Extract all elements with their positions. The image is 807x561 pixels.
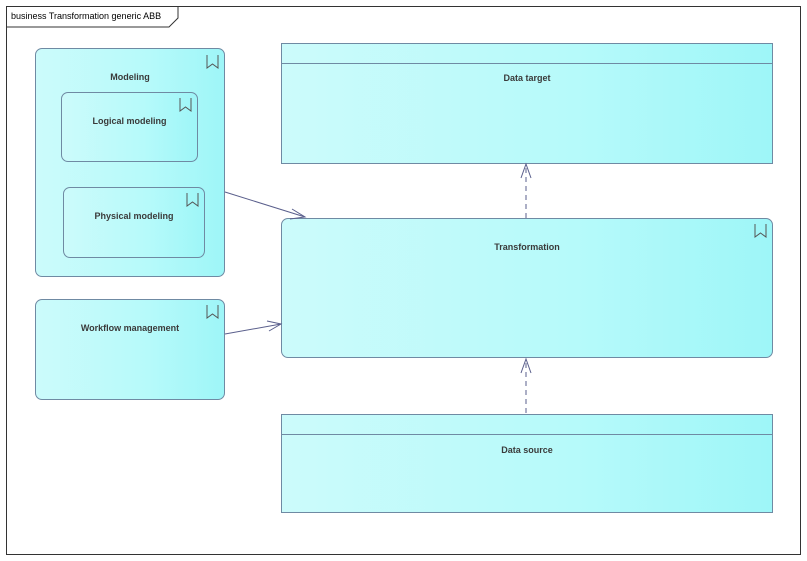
workflow-to-transformation-edge[interactable]: [224, 323, 282, 335]
diagram-title: business Transformation generic ABB: [11, 11, 162, 21]
business-function-icon: [206, 55, 219, 69]
data-source-label: Data source: [501, 445, 553, 455]
modeling-label: Modeling: [110, 72, 150, 82]
logical-modeling-label: Logical modeling: [92, 116, 167, 126]
data-target-node[interactable]: Data target: [281, 43, 773, 164]
physical-modeling-label: Physical modeling: [94, 211, 174, 221]
logical-modeling-node[interactable]: Logical modeling: [61, 92, 198, 162]
arrowhead-icon: [520, 162, 532, 179]
data-target-label: Data target: [503, 73, 551, 83]
data-source-header-divider: [282, 434, 772, 435]
physical-modeling-node[interactable]: Physical modeling: [63, 187, 205, 258]
business-function-icon: [206, 305, 219, 319]
transformation-label: Transformation: [494, 242, 560, 252]
business-function-icon: [179, 98, 192, 112]
business-function-icon: [754, 224, 767, 238]
data-target-header-divider: [282, 63, 772, 64]
business-function-icon: [186, 193, 199, 207]
workflow-management-label: Workflow management: [80, 323, 180, 333]
frame-title-tab: [6, 6, 179, 28]
arrowhead-icon: [266, 320, 283, 332]
diagram-frame: [6, 6, 801, 555]
transformation-node[interactable]: Transformation: [281, 218, 773, 358]
arrowhead-icon: [289, 208, 307, 220]
data-source-node[interactable]: Data source: [281, 414, 773, 513]
modeling-to-transformation-edge[interactable]: [224, 191, 306, 218]
workflow-management-node[interactable]: Workflow management: [35, 299, 225, 400]
arrowhead-icon: [520, 357, 532, 374]
